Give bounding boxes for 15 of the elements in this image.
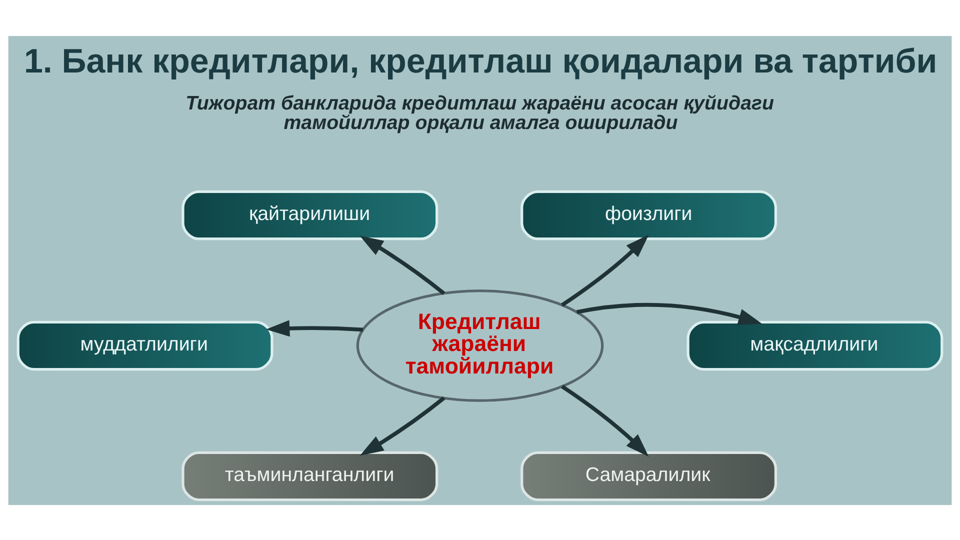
node-box: фоизлиги — [520, 190, 778, 240]
node-box: муддатлилиги — [16, 320, 274, 370]
node-box: мақсадлилиги — [686, 320, 944, 370]
arrow — [266, 320, 364, 336]
diagram-title: 1. Банк кредитлари, кредитлаш қоидалари ва тартиби — [24, 42, 938, 80]
node-box: таъминланганлиги — [182, 450, 438, 501]
node-ellipse: Кредитлаш жараёни тамойиллари — [356, 289, 604, 402]
arrow — [560, 234, 649, 306]
arrow — [561, 384, 649, 456]
label: Тижорат банкларида кредитлаш жараёни асосан қуйидаги тамойиллар орқали амалга оширилади — [186, 92, 774, 134]
arrow — [576, 302, 762, 325]
node-box: Самаралилик — [520, 450, 778, 501]
arrow — [360, 396, 446, 456]
node-box: қайтарилиши — [182, 190, 438, 240]
arrow — [360, 235, 446, 295]
